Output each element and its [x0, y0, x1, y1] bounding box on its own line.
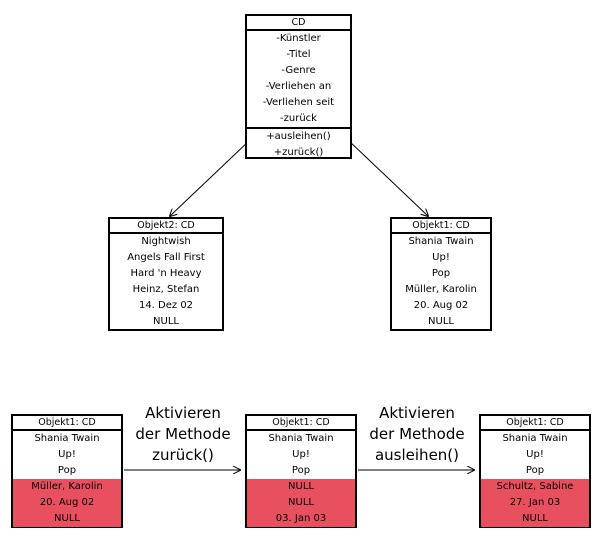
- arrow-to-objekt1: [347, 139, 428, 216]
- attribute-zurueck: -zurück: [280, 113, 317, 124]
- class-title: CD: [247, 16, 350, 31]
- attribute-kuenstler: -Künstler: [276, 33, 321, 44]
- object-box-objekt2: Objekt2: CD Nightwish Angels Fall First …: [108, 217, 224, 331]
- object-row-highlighted: NULL: [247, 479, 355, 495]
- transition-method: ausleihen(): [374, 446, 460, 464]
- object-row: Angels Fall First: [127, 252, 205, 263]
- object-box-state-2: Objekt1: CD Shania Twain Up! Pop NULL NU…: [245, 414, 357, 528]
- transition-label-ausleihen: Aktivieren der Methode ausleihen(): [361, 403, 473, 466]
- transition-line: der Methode: [135, 425, 231, 443]
- object-title: Objekt1: CD: [481, 416, 589, 431]
- object-row-highlighted: Müller, Karolin: [13, 479, 121, 495]
- object-row-highlighted: NULL: [247, 495, 355, 511]
- transition-label-zurueck: Aktivieren der Methode zurück(): [127, 403, 239, 466]
- attribute-verliehen-an: -Verliehen an: [265, 81, 332, 92]
- object-row: Up!: [292, 449, 310, 460]
- object-title: Objekt1: CD: [247, 416, 355, 431]
- object-box-state-3: Objekt1: CD Shania Twain Up! Pop Schultz…: [479, 414, 591, 528]
- object-row: Shania Twain: [34, 433, 100, 444]
- object-row: Müller, Karolin: [405, 284, 477, 295]
- object-row: Shania Twain: [408, 236, 474, 247]
- transition-line: Aktivieren: [145, 404, 221, 422]
- attribute-verliehen-seit: -Verliehen seit: [262, 97, 335, 108]
- object-row: NULL: [153, 316, 179, 327]
- object-row: Nightwish: [141, 236, 191, 247]
- transition-line: der Methode: [369, 425, 465, 443]
- object-row-highlighted: 20. Aug 02: [13, 495, 121, 511]
- object-row-highlighted: 27. Jan 03: [481, 495, 589, 511]
- transition-line: Aktivieren: [379, 404, 455, 422]
- object-row: 20. Aug 02: [413, 300, 469, 311]
- object-row: Pop: [291, 465, 311, 476]
- class-box-cd: CD -Künstler -Titel -Genre -Verliehen an…: [245, 14, 352, 159]
- object-row: Shania Twain: [268, 433, 334, 444]
- attribute-genre: -Genre: [281, 65, 316, 76]
- object-row: Pop: [431, 268, 451, 279]
- object-row: 14. Dez 02: [138, 300, 194, 311]
- object-row-highlighted: 03. Jan 03: [247, 511, 355, 527]
- object-title: Objekt2: CD: [110, 219, 222, 234]
- object-row: Pop: [57, 465, 77, 476]
- attribute-titel: -Titel: [286, 49, 311, 60]
- object-title: Objekt1: CD: [13, 416, 121, 431]
- method-zurueck: +zurück(): [273, 147, 324, 158]
- transition-method: zurück(): [152, 446, 214, 464]
- object-row-highlighted: Schultz, Sabine: [481, 479, 589, 495]
- method-ausleihen: +ausleihen(): [266, 131, 331, 142]
- object-row: Shania Twain: [502, 433, 568, 444]
- object-box-state-1: Objekt1: CD Shania Twain Up! Pop Müller,…: [11, 414, 123, 528]
- object-row: Up!: [526, 449, 544, 460]
- object-row: NULL: [428, 316, 454, 327]
- object-row: Up!: [58, 449, 76, 460]
- object-row-highlighted: NULL: [13, 511, 121, 527]
- object-title: Objekt1: CD: [392, 219, 490, 234]
- object-row-highlighted: NULL: [481, 511, 589, 527]
- object-row: Hard 'n Heavy: [130, 268, 202, 279]
- object-row: Heinz, Stefan: [132, 284, 200, 295]
- object-row: Pop: [525, 465, 545, 476]
- object-box-objekt1-top: Objekt1: CD Shania Twain Up! Pop Müller,…: [390, 217, 492, 331]
- object-row: Up!: [432, 252, 450, 263]
- arrow-to-objekt2: [170, 139, 251, 216]
- methods-section: +ausleihen() +zurück(): [247, 127, 350, 161]
